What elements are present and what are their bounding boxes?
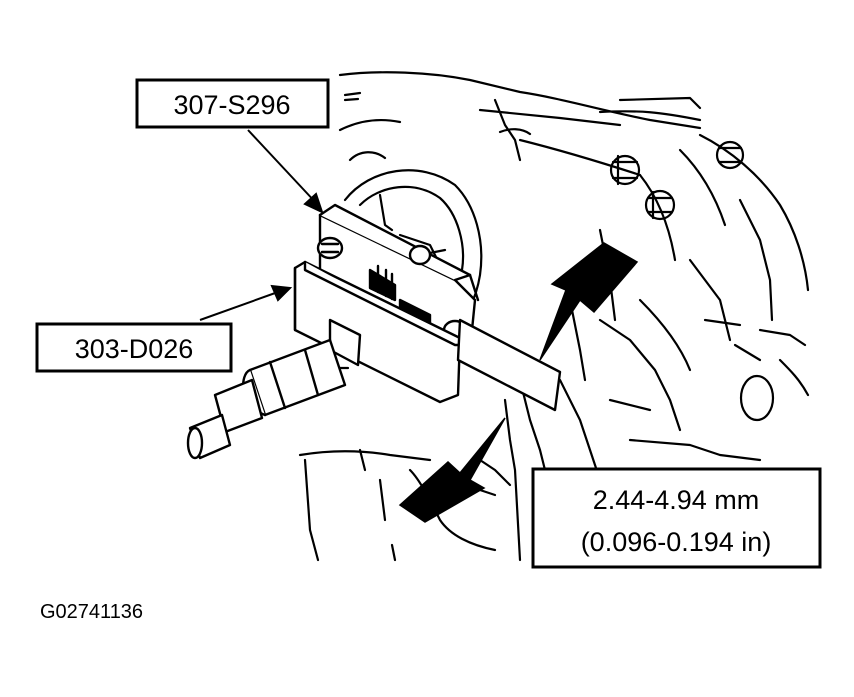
callout-307-s296: 307-S296 [135, 78, 330, 129]
figure-id: G02741136 [40, 601, 143, 623]
callout-303-d026: 303-D026 [35, 322, 233, 373]
callout-307-s296-label: 307-S296 [173, 90, 290, 120]
gap-indicator-arrows [398, 242, 639, 523]
tool-assembly [186, 203, 562, 460]
spec-metric: 2.44-4.94 mm [593, 485, 760, 515]
spec-imperial: (0.096-0.194 in) [581, 527, 772, 557]
specification-box: 2.44-4.94 mm (0.096-0.194 in) [531, 467, 822, 569]
arrowhead-303 [270, 284, 293, 302]
leader-arrows [199, 129, 324, 321]
callout-303-d026-label: 303-D026 [75, 334, 194, 364]
gap-arrow-upper [539, 242, 639, 361]
gap-arrow-lower [398, 417, 506, 523]
arrowhead-307 [303, 192, 324, 214]
engine-background-lineart [298, 71, 810, 562]
